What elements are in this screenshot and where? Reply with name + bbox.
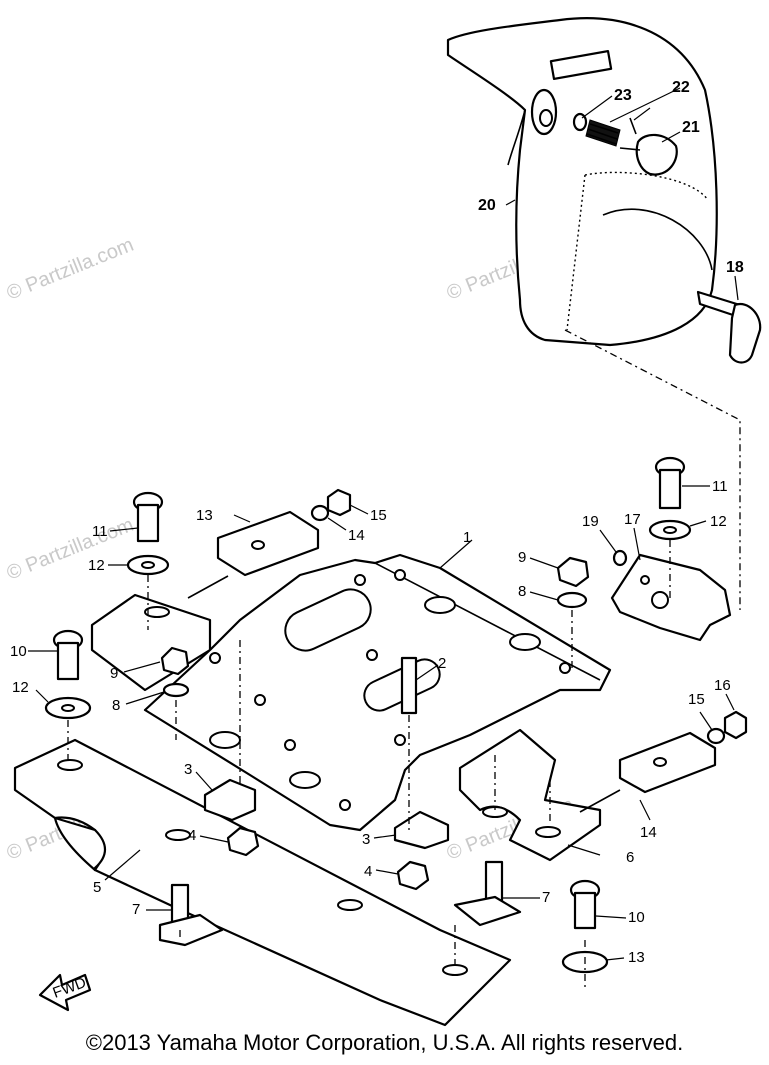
callout-number: 21: [682, 119, 700, 136]
clamp-plate-left: [187, 510, 320, 599]
callout-number: 10: [628, 909, 645, 926]
callout-number: 4: [188, 827, 196, 844]
callout-number: 22: [672, 79, 690, 96]
right-support-plate: [458, 728, 602, 862]
bracket: [610, 553, 732, 642]
callout-number: 9: [110, 665, 118, 682]
callout-number: 3: [362, 831, 370, 848]
callout-numbers: 1 2 3 3 4 4 5 6 7 7 8 8 9 9 10 10 11 11 …: [10, 79, 744, 966]
callout-number: 10: [10, 643, 27, 660]
callout-number: 19: [582, 513, 599, 530]
callout-number: 12: [88, 557, 105, 574]
callout-number: 20: [478, 197, 496, 214]
callout-number: 9: [518, 549, 526, 566]
callout-number: 13: [628, 949, 645, 966]
callout-number: 1: [463, 529, 471, 546]
callout-number: 3: [184, 761, 192, 778]
callout-number: 18: [726, 259, 744, 276]
knob-bolt: [696, 290, 762, 364]
callout-number: 4: [364, 863, 372, 880]
callout-number: 14: [640, 824, 657, 841]
callout-number: 16: [714, 677, 731, 694]
watermark: © Partzilla.com: [4, 234, 137, 305]
callout-number: 12: [12, 679, 29, 696]
callout-number: 13: [196, 507, 213, 524]
callout-number: 15: [370, 507, 387, 524]
callout-number: 6: [626, 849, 634, 866]
lower-plate: [13, 738, 512, 1027]
callout-number: 14: [348, 527, 365, 544]
callout-number: 7: [542, 889, 550, 906]
callout-number: 11: [92, 523, 108, 540]
callout-number: 2: [438, 655, 446, 672]
fwd-arrow-icon: FWD: [38, 973, 92, 1012]
callout-number: 8: [518, 583, 526, 600]
callout-leaders: [28, 87, 739, 961]
callout-number: 15: [688, 691, 705, 708]
callout-number: 8: [112, 697, 120, 714]
copyright-notice: ©2013 Yamaha Motor Corporation, U.S.A. A…: [85, 1030, 684, 1055]
callout-number: 23: [614, 87, 632, 104]
clamp-plate-right: [579, 731, 717, 813]
watermark: © Partzilla.com: [4, 514, 137, 585]
fasteners: [44, 456, 748, 974]
callout-number: 12: [710, 513, 727, 530]
main-mounting-plate: [143, 553, 612, 832]
engine-cover: [446, 17, 718, 347]
callout-number: 7: [132, 901, 140, 918]
callout-number: 5: [93, 879, 101, 896]
callout-number: 11: [712, 478, 728, 495]
alignment-lines: [67, 540, 671, 990]
callout-number: 17: [624, 511, 641, 528]
